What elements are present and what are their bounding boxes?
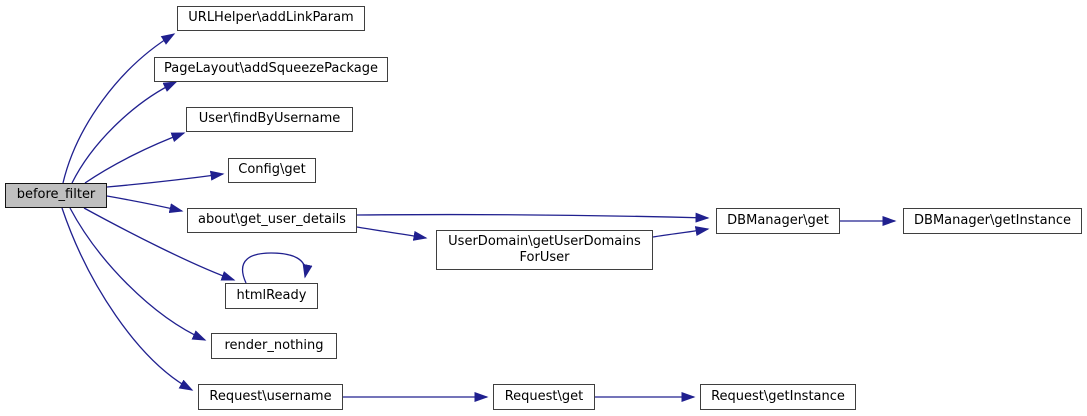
call-edge-before_filter-to-config_get xyxy=(106,170,225,188)
graph-node-userdomain_getuserdomainsforuser[interactable]: UserDomain\getUserDomains ForUser xyxy=(436,230,653,270)
graph-node-dbmanager_getinstance[interactable]: DBManager\getInstance xyxy=(903,208,1082,234)
call-edge-about_get_user_details-to-dbmanager_get xyxy=(356,212,710,223)
graph-node-pagelayout_addsqueezepackage[interactable]: PageLayout\addSqueezePackage xyxy=(154,57,388,82)
graph-node-request_getinstance[interactable]: Request\getInstance xyxy=(700,384,856,410)
graph-node-before_filter: before_filter xyxy=(5,183,107,208)
call-edge-before_filter-to-pagelayout_addsqueezepackage xyxy=(71,81,178,184)
graph-node-htmlready[interactable]: htmlReady xyxy=(225,283,318,309)
graph-node-request_username[interactable]: Request\username xyxy=(198,384,343,410)
call-edge-before_filter-to-about_get_user_details xyxy=(106,195,184,214)
call-edge-before_filter-to-request_username xyxy=(61,207,194,391)
graph-node-user_findbyusername[interactable]: User\findByUsername xyxy=(186,107,353,132)
self-loop-edge-htmlready-to-htmlready xyxy=(241,252,313,284)
call-edge-before_filter-to-user_findbyusername xyxy=(84,132,186,184)
graph-node-urlhelper_addlinkparam[interactable]: URLHelper\addLinkParam xyxy=(177,6,365,31)
graph-node-render_nothing[interactable]: render_nothing xyxy=(211,333,337,359)
graph-node-request_get[interactable]: Request\get xyxy=(493,384,595,410)
graph-node-config_get[interactable]: Config\get xyxy=(228,158,316,183)
call-edge-userdomain_getuserdomainsforuser-to-dbmanager_get xyxy=(652,226,710,238)
call-edge-before_filter-to-render_nothing xyxy=(69,207,207,341)
call-edge-about_get_user_details-to-userdomain_getuserdomainsforuser xyxy=(356,226,428,241)
graph-node-about_get_user_details[interactable]: about\get_user_details xyxy=(187,208,357,233)
graph-node-dbmanager_get[interactable]: DBManager\get xyxy=(716,208,840,234)
